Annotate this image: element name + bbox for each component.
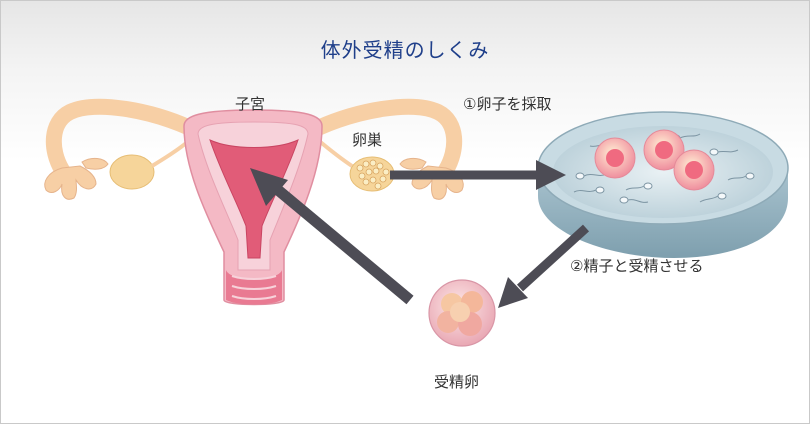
- arrow-dish-to-egg: [498, 224, 590, 308]
- egg-cells: [594, 129, 715, 191]
- step2-label: ②精子と受精させる: [570, 257, 704, 275]
- fallopian-tube-left: [44, 98, 198, 200]
- fertilized-egg: [428, 279, 496, 347]
- diagram-title: 体外受精のしくみ: [320, 38, 490, 62]
- uterus: [183, 109, 323, 306]
- arrow-ovary-to-dish: [390, 160, 566, 190]
- uterus-label: 子宮: [235, 95, 266, 113]
- arrow-egg-to-uterus: [250, 168, 414, 305]
- ovary-left: [109, 138, 192, 190]
- ovary-right: [316, 138, 395, 192]
- step1-label: ①卵子を採取: [463, 95, 552, 113]
- fallopian-tube-right: [310, 98, 464, 200]
- ovary-label: 卵巣: [352, 131, 383, 149]
- fertilized-egg-label: 受精卵: [434, 373, 480, 391]
